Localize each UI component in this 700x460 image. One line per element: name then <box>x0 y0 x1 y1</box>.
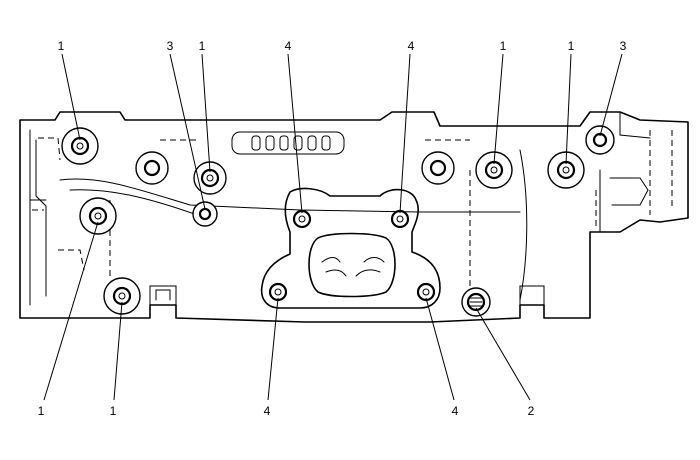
bolt-hole-3-left <box>192 201 218 227</box>
bolt-hole-4-lower-right <box>416 282 436 302</box>
callout-bottom-2: 2 <box>528 404 535 418</box>
bolt-hole-1-upper-center-left <box>193 161 227 195</box>
spark-plug-boss-right <box>421 151 455 185</box>
callout-bottom-4b: 4 <box>452 404 459 418</box>
bolt-hole-3-right <box>585 125 615 155</box>
casting-code-marks <box>231 131 345 155</box>
callout-top-3b: 3 <box>620 39 627 53</box>
callout-bottom-1b: 1 <box>110 404 117 418</box>
spark-plug-boss-left <box>135 151 169 185</box>
callout-top-4b: 4 <box>408 39 415 53</box>
bolt-hole-4-lower-left <box>268 282 288 302</box>
callout-bottom-1a: 1 <box>38 404 45 418</box>
callout-top-1b: 1 <box>199 39 206 53</box>
callout-top-1c: 1 <box>500 39 507 53</box>
callout-top-1a: 1 <box>58 39 65 53</box>
bolt-hole-1-upper-right <box>547 151 585 189</box>
callout-top-4a: 4 <box>285 39 292 53</box>
bolt-hole-1-upper-left <box>61 127 99 165</box>
bolt-hole-1-upper-center-right <box>475 151 513 189</box>
casting-outline <box>19 111 689 323</box>
center-port-boss <box>260 187 441 309</box>
bolt-hole-4-upper-left <box>292 209 312 229</box>
bolt-hole-4-upper-right <box>390 209 410 229</box>
leader-lines <box>43 53 623 401</box>
callout-top-3a: 3 <box>167 39 174 53</box>
bolt-hole-1-mid-left <box>79 197 117 235</box>
bolt-hole-2-plug <box>461 287 491 317</box>
bolt-hole-1-lower-left <box>103 277 141 315</box>
callout-labels: 1 3 1 4 4 1 1 3 1 1 4 4 2 <box>38 39 627 418</box>
callout-bottom-4a: 4 <box>264 404 271 418</box>
callout-top-1d: 1 <box>568 39 575 53</box>
